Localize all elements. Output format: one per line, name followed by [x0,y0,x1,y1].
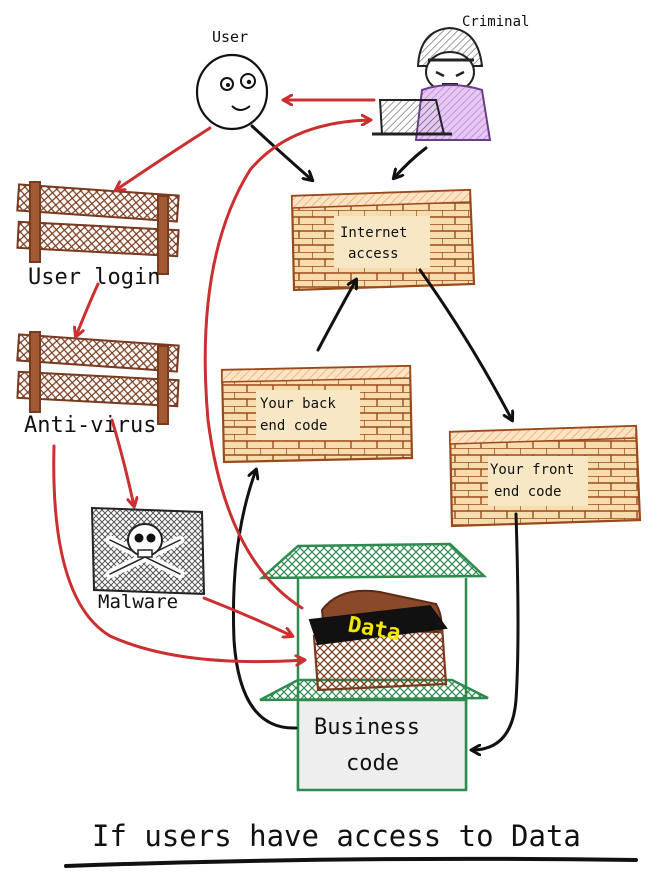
user-node: User [195,28,269,131]
caption: If users have access to Data [64,819,638,868]
front-end-wall: Your front end code [448,424,642,528]
arrow-user-to-userlogin [116,126,212,190]
anti-virus-fence: Anti-virus [16,331,180,438]
arrow-userlogin-to-antivirus [76,282,100,336]
arrow-user-to-internet [250,124,312,180]
smiley-face-icon [195,53,269,131]
arrow-backend-to-internet [316,280,356,352]
user-login-label: User login [28,265,160,290]
red-arrows [52,100,376,662]
business-code-label-line1: Business [314,715,420,740]
arrow-criminal-to-internet [394,146,428,178]
front-end-label-line1: Your front [490,462,574,478]
laptop-icon [372,99,452,136]
data-vault: Data Business code [258,542,489,792]
malware-node: Malware [90,506,206,613]
criminal-label: Criminal [462,14,529,30]
back-end-wall: Your back end code [220,364,414,464]
arrow-antivirus-to-data [52,444,304,662]
user-label: User [212,28,248,46]
user-login-fence: User login [16,181,180,290]
arrow-business-to-backend [231,470,298,730]
caption-underline [64,856,638,868]
arrow-data-to-criminal [203,120,370,610]
arrow-frontend-to-business [472,512,520,750]
business-code-label-line2: code [346,751,399,776]
back-end-label-line2: end code [260,418,327,434]
treasure-chest-icon: Data [308,589,448,692]
back-end-label-line1: Your back [260,396,336,412]
arrow-internet-to-frontend [418,268,512,420]
skull-crossbones-flag-icon [90,506,206,596]
internet-access-wall: Internet access [290,188,476,292]
caption-text: If users have access to Data [92,819,581,853]
front-end-label-line2: end code [494,484,561,500]
criminal-node: Criminal [372,14,529,141]
internet-access-label-line2: access [348,246,399,262]
malware-label: Malware [98,591,178,613]
anti-virus-label: Anti-virus [24,413,156,438]
arrow-antivirus-to-malware [110,418,134,506]
black-arrows [231,124,520,750]
internet-access-label-line1: Internet [340,225,407,241]
arrow-malware-to-data [202,596,292,636]
